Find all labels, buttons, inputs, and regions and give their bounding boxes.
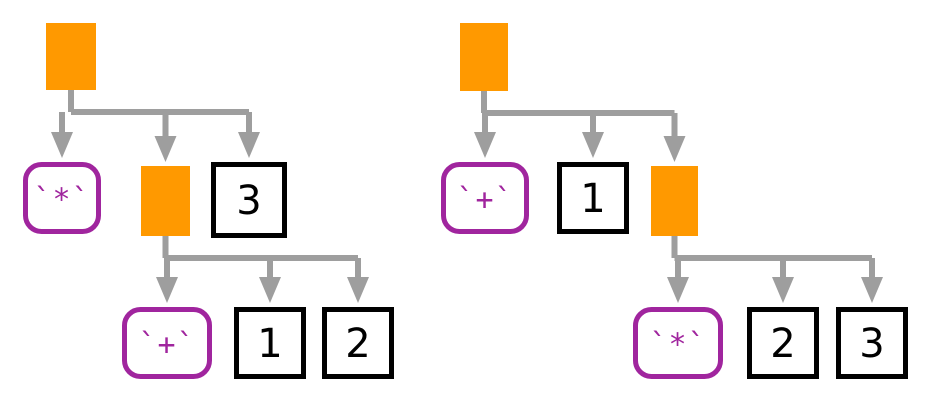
literal-node-label: 1 xyxy=(580,176,605,222)
ast-node-operator[interactable]: `+` xyxy=(122,307,212,379)
edge-group xyxy=(156,236,369,303)
edge-arrowhead-icon xyxy=(259,277,281,303)
edge-arrowhead-icon xyxy=(772,277,794,303)
literal-node-label: 1 xyxy=(257,321,282,367)
ast-node-operator[interactable]: `+` xyxy=(441,162,529,234)
edge-arrowhead-icon xyxy=(663,136,686,162)
edge-group xyxy=(474,91,686,162)
literal-node-label: 3 xyxy=(236,178,261,224)
ast-node-literal[interactable]: 3 xyxy=(836,307,908,379)
operator-node-rect[interactable] xyxy=(441,162,529,234)
operator-node-rect[interactable] xyxy=(633,307,723,379)
edge-arrowhead-icon xyxy=(582,132,604,158)
list-node-rect[interactable] xyxy=(651,166,698,236)
edge-arrowhead-icon xyxy=(861,277,883,303)
operator-node-label: `*` xyxy=(649,328,706,363)
operator-node-label: `*` xyxy=(33,183,90,218)
ast-node-literal[interactable]: 1 xyxy=(557,162,629,234)
operator-node-label: `+` xyxy=(456,183,513,218)
literal-node-rect[interactable] xyxy=(747,307,819,379)
literal-node-label: 2 xyxy=(345,321,370,367)
operator-node-rect[interactable] xyxy=(23,162,101,234)
edges-layer xyxy=(51,90,883,303)
edge-group xyxy=(667,236,883,303)
ast-node-list[interactable] xyxy=(460,23,508,91)
literal-node-rect[interactable] xyxy=(322,307,394,379)
edge-arrowhead-icon xyxy=(474,132,496,158)
edge-arrowhead-icon xyxy=(156,277,178,303)
edge-arrowhead-icon xyxy=(238,132,260,158)
nodes-layer: `*` 3 `+` 1 2 `+` 1 `*` 2 3 xyxy=(23,23,908,379)
ast-node-operator[interactable]: `*` xyxy=(633,307,723,379)
list-node-rect[interactable] xyxy=(460,23,508,91)
literal-node-label: 2 xyxy=(770,321,795,367)
list-node-rect[interactable] xyxy=(141,166,190,236)
edge-arrowhead-icon xyxy=(347,277,369,303)
operator-node-label: `+` xyxy=(138,328,195,363)
edge-arrowhead-icon xyxy=(51,132,73,158)
ast-node-literal[interactable]: 1 xyxy=(234,307,306,379)
ast-node-literal[interactable]: 2 xyxy=(747,307,819,379)
edge-arrowhead-icon xyxy=(154,136,177,162)
ast-node-list[interactable] xyxy=(141,166,190,236)
literal-node-rect[interactable] xyxy=(557,162,629,234)
edge-group xyxy=(51,90,260,162)
ast-node-literal[interactable]: 3 xyxy=(211,162,287,238)
literal-node-label: 3 xyxy=(859,321,884,367)
list-node-rect[interactable] xyxy=(46,23,96,90)
edge-arrowhead-icon xyxy=(667,277,689,303)
literal-node-rect[interactable] xyxy=(211,162,287,238)
operator-node-rect[interactable] xyxy=(122,307,212,379)
ast-node-list[interactable] xyxy=(46,23,96,90)
ast-node-list[interactable] xyxy=(651,166,698,236)
ast-node-operator[interactable]: `*` xyxy=(23,162,101,234)
literal-node-rect[interactable] xyxy=(836,307,908,379)
ast-node-literal[interactable]: 2 xyxy=(322,307,394,379)
literal-node-rect[interactable] xyxy=(234,307,306,379)
